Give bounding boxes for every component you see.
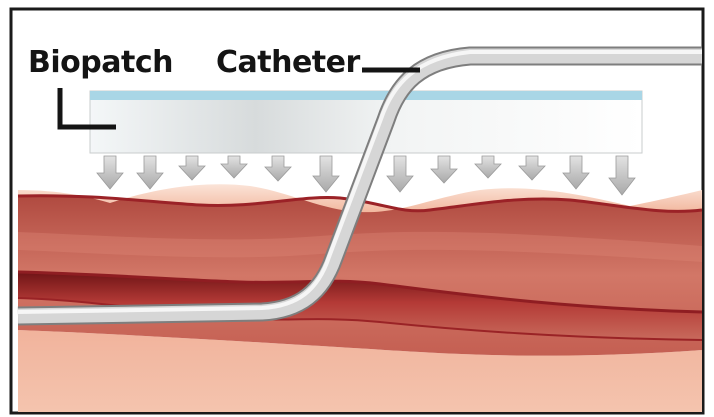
biopatch-label: Biopatch bbox=[28, 46, 173, 80]
biopatch-pad bbox=[90, 91, 642, 153]
catheter-label: Catheter bbox=[216, 46, 360, 80]
biopatch-top-film bbox=[90, 91, 642, 100]
